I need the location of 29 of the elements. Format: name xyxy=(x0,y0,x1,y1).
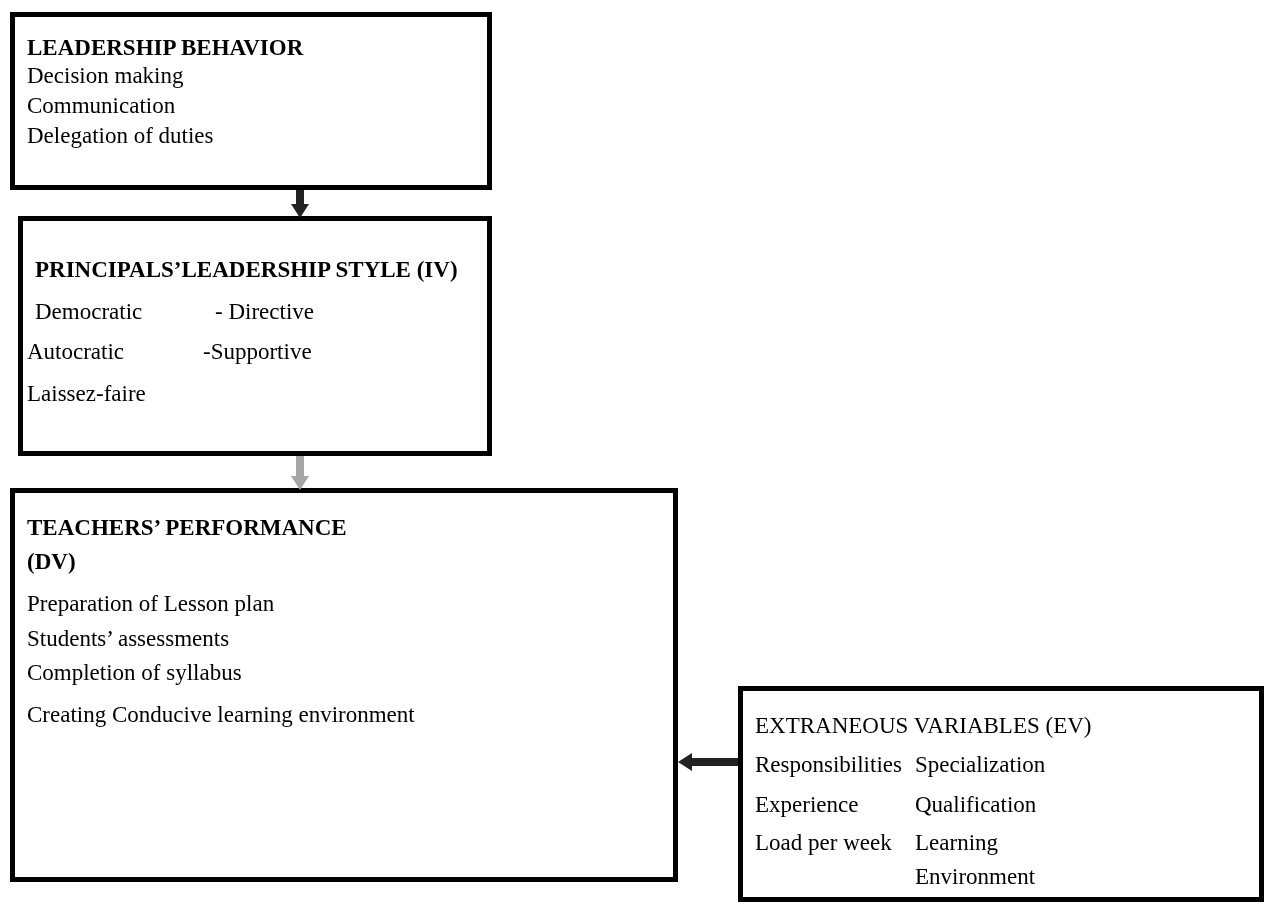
list-item: Decision making xyxy=(27,62,184,90)
list-item: Qualification xyxy=(915,791,1037,819)
list-item: - Directive xyxy=(215,298,314,326)
box-heading: EXTRANEOUS VARIABLES (EV) xyxy=(755,712,1092,740)
text-box xyxy=(10,488,678,882)
box-heading: LEADERSHIP BEHAVIOR xyxy=(27,34,304,62)
list-item: Communication xyxy=(27,92,176,120)
list-item: Completion of syllabus xyxy=(27,659,242,687)
list-item: Load per week xyxy=(755,829,892,857)
list-item: Laissez-faire xyxy=(27,380,146,408)
list-item: Preparation of Lesson plan xyxy=(27,590,275,618)
list-item: Specialization xyxy=(915,751,1046,779)
list-item: -Supportive xyxy=(203,338,312,366)
block-arrow xyxy=(678,753,738,771)
list-item: Students’ assessments xyxy=(27,625,230,653)
box-heading: TEACHERS’ PERFORMANCE (DV) xyxy=(27,514,348,576)
text-box xyxy=(10,12,492,190)
text-box xyxy=(18,216,492,456)
block-arrow xyxy=(291,190,309,218)
list-item: Learning Environment xyxy=(915,829,1035,891)
list-item: Democratic xyxy=(35,298,143,326)
box-heading: PRINCIPALS’LEADERSHIP STYLE (IV) xyxy=(35,256,458,284)
block-arrow xyxy=(291,456,309,490)
list-item: Responsibilities xyxy=(755,751,902,779)
list-item: Autocratic xyxy=(27,338,125,366)
list-item: Experience xyxy=(755,791,859,819)
text-box xyxy=(738,686,1264,902)
list-item: Creating Conducive learning environment xyxy=(27,701,415,729)
list-item: Delegation of duties xyxy=(27,122,214,150)
